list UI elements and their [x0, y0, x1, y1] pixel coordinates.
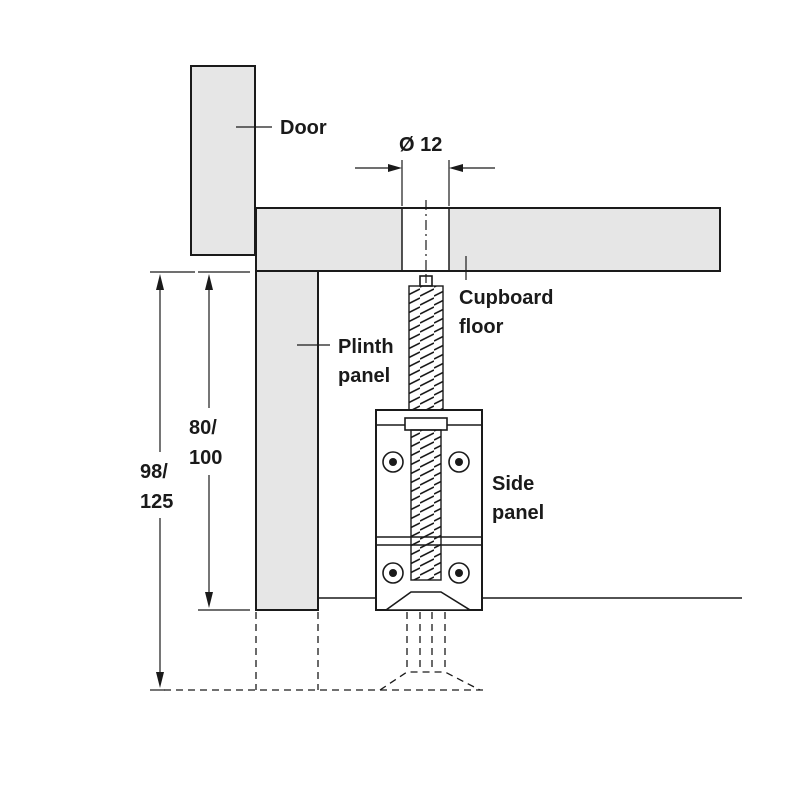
label-dim-outer-2: 125	[140, 491, 173, 513]
label-plinth-panel-1: Plinth	[338, 336, 394, 358]
label-dim-inner-2: 100	[189, 447, 222, 469]
label-cupboard-floor-1: Cupboard	[459, 287, 553, 309]
adjusting-screw	[408, 275, 444, 411]
plinth-leg-bracket	[375, 409, 483, 611]
mounting-hole	[382, 562, 404, 584]
diameter-dimension	[355, 160, 495, 206]
label-dim-outer-1: 98/	[140, 461, 168, 483]
label-diameter: Ø 12	[399, 134, 442, 156]
label-side-panel-2: panel	[492, 502, 544, 524]
mounting-hole	[448, 562, 470, 584]
dimension-inner	[198, 271, 250, 611]
plinth-panel	[255, 270, 319, 611]
dimension-outer	[150, 271, 195, 691]
label-side-panel-1: Side	[492, 473, 534, 495]
extended-position-dashed	[164, 612, 484, 691]
label-plinth-panel-2: panel	[338, 365, 390, 387]
label-cupboard-floor-2: floor	[459, 316, 504, 338]
label-dim-inner-1: 80/	[189, 417, 217, 439]
mounting-hole	[448, 451, 470, 473]
label-door: Door	[280, 117, 327, 139]
cupboard-floor-panel	[255, 200, 721, 280]
mounting-hole	[382, 451, 404, 473]
door-panel	[190, 65, 256, 256]
